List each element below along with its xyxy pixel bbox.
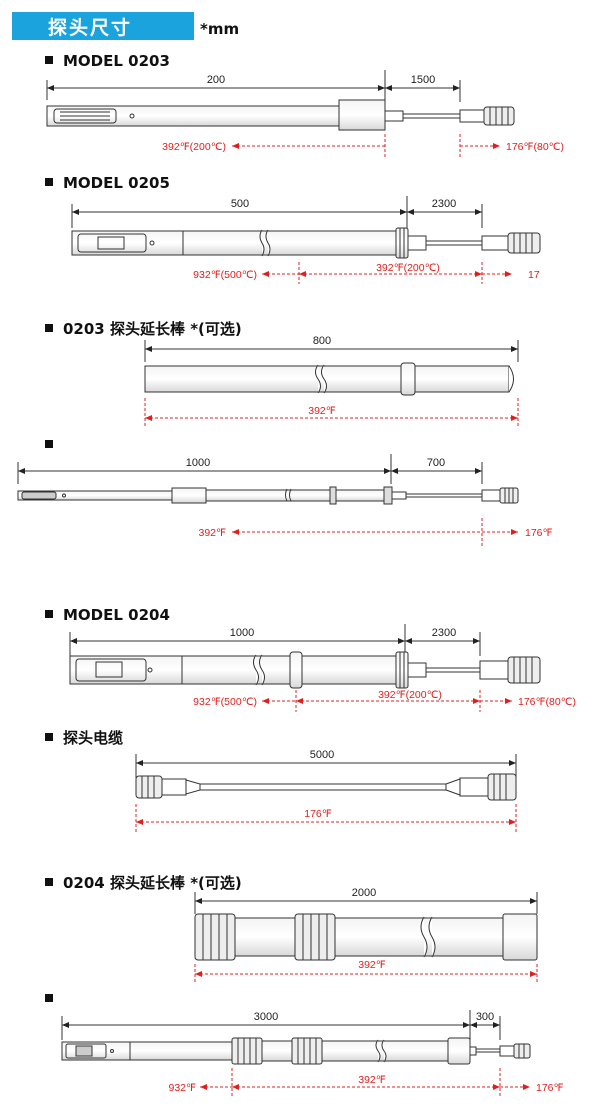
temp-label: 392℉ [358,1074,386,1086]
temp-lines-3000 [200,1068,530,1098]
temp-label: 932℉ [168,1082,196,1094]
section-title-unlabeled-2 [45,990,63,1008]
bullet-square-icon [45,177,53,186]
temp-lines-long [232,518,518,546]
dim-label: 2300 [432,198,456,210]
temp-label: 392℉(200℃) [376,262,440,274]
section-title-model-0203: MODEL 0203 [45,52,170,70]
dimension-line-300 [470,1016,501,1040]
dim-label: 500 [231,198,249,210]
probe-3000 [61,1037,531,1065]
unit-label: *mm [200,20,240,38]
dim-label: 1000 [186,457,210,469]
extension-rod-0204 [194,913,538,961]
dimension-line-1500 [385,80,461,102]
temp-lines-cable [135,804,517,834]
page-title: 探头尺寸 [48,17,133,39]
temp-label: 17 [528,269,540,281]
dim-label: 2000 [352,887,376,899]
dimension-line-2000 [194,892,538,914]
probe-0205 [71,227,541,259]
bullet-square-icon [45,609,53,618]
temp-label: 392℉ [198,527,226,539]
dimension-line-800 [144,340,519,362]
dimension-line-2300-b [405,632,481,656]
temp-lines-0203 [232,134,500,158]
temp-label: 176℉ [536,1082,564,1094]
section-title-probe-cable: 探头电缆 [45,727,123,748]
probe-0203 [46,99,515,131]
section-title-model-0205: MODEL 0205 [45,174,170,192]
temp-lines-0204-ext [194,964,538,984]
dim-label: 5000 [310,749,334,761]
section-title-0204-extension: 0204 探头延长棒 *(可选) [45,872,242,893]
bullet-square-icon [45,55,53,64]
temp-label: 176℉ [304,808,332,820]
section-title-0203-extension: 0203 探头延长棒 *(可选) [45,318,242,339]
dimension-line-2300-a [407,204,483,228]
temp-label: 392℉(200℃) [162,141,226,153]
temp-label: 392℉ [308,405,336,417]
temp-lines-0204 [262,690,512,712]
dim-label: 2300 [432,627,456,639]
probe-0204 [69,651,541,689]
dim-label: 700 [427,457,445,469]
dim-label: 3000 [254,1011,278,1023]
dim-label: 1000 [230,627,254,639]
dim-label: 800 [313,335,331,347]
temp-label: 176℉(80℃) [506,141,564,153]
dimension-line-5000 [135,754,517,778]
probe-long-1000 [17,486,519,505]
temp-label: 932℉(500℃) [193,696,257,708]
temp-label: 392℉ [358,959,386,971]
temp-label: 932℉(500℃) [193,269,257,281]
section-title-unlabeled-1 [45,436,63,454]
temp-label: 176℉(80℃) [518,696,576,708]
bullet-square-icon [45,439,53,448]
probe-cable [135,773,517,801]
temp-label: 176℉ [525,527,553,539]
temp-lines-0205 [262,262,512,284]
extension-rod-0203 [144,362,514,396]
section-title-model-0204: MODEL 0204 [45,606,170,624]
dimension-line-700 [391,462,483,484]
bullet-square-icon [45,732,53,741]
header-bar [12,12,194,40]
dim-label: 300 [476,1011,494,1023]
temp-label: 392℉(200℃) [378,689,442,701]
dim-label: 200 [207,74,225,86]
dim-label: 1500 [411,74,435,86]
temp-lines-0203-ext [144,398,519,428]
bullet-square-icon [45,323,53,332]
bullet-square-icon [45,877,53,886]
bullet-square-icon [45,993,53,1002]
